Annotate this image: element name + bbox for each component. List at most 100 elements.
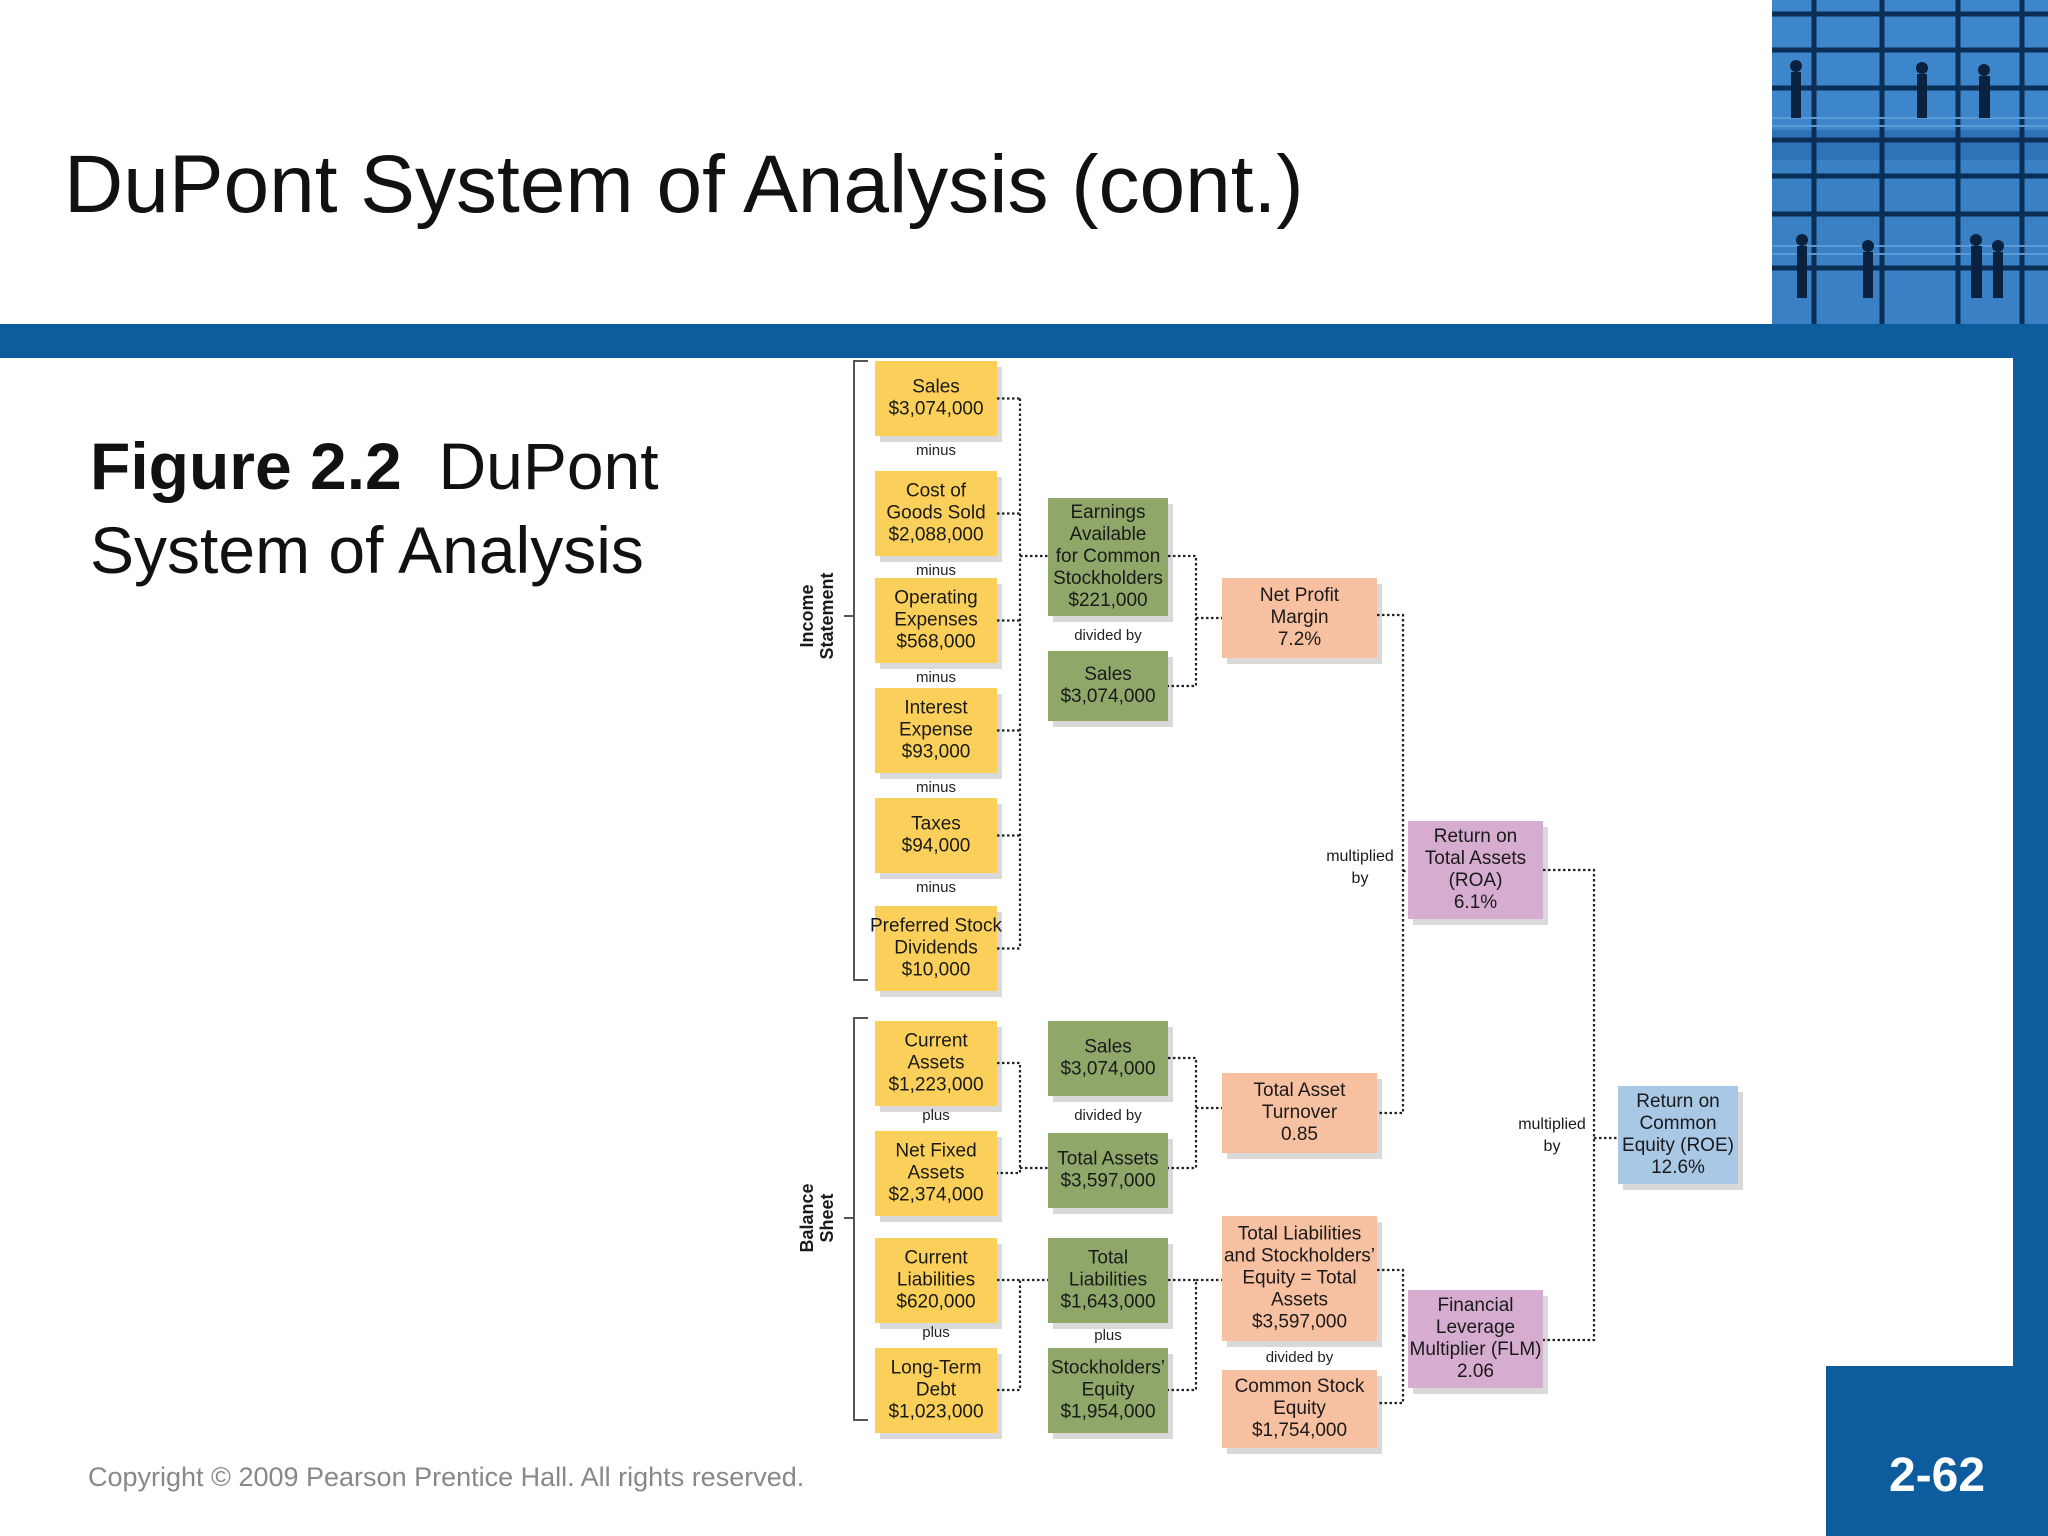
- stockholders-equity-box-text: Stockholders’Equity$1,954,000: [1051, 1358, 1165, 1423]
- flm-box: [1408, 1290, 1543, 1388]
- income-item-box-text-line: Operating: [894, 588, 977, 609]
- roe-bracket: [1543, 868, 1596, 1342]
- tle-bracket: [1168, 1278, 1198, 1392]
- right-edge-strip: [2013, 358, 2048, 1368]
- income-item-box-text: Sales$3,074,000: [888, 377, 983, 420]
- sales-box-text: Sales$3,074,000: [1060, 664, 1155, 707]
- income-statement-label-line: Statement: [817, 572, 837, 659]
- operator-minus: minus: [916, 669, 956, 686]
- stockholders-equity-box-text-line: $1,954,000: [1060, 1402, 1155, 1423]
- income-item-box: [875, 361, 997, 436]
- stockholders-equity-box: [1048, 1348, 1168, 1433]
- earnings-available-box-text-line: Stockholders: [1053, 568, 1163, 589]
- slide-title: DuPont System of Analysis (cont.): [64, 139, 1304, 230]
- roe-box-text-line: 12.6%: [1651, 1157, 1705, 1178]
- balance-sheet-label-line: Sheet: [817, 1193, 837, 1242]
- long-term-debt-box-text-line: $1,023,000: [888, 1402, 983, 1423]
- ltd-bracket: [997, 1280, 1022, 1392]
- total-liab-equity-box-text-line: Equity = Total: [1242, 1268, 1356, 1289]
- roa-box: [1408, 821, 1543, 919]
- net-fixed-assets-box-text-line: $2,374,000: [888, 1185, 983, 1206]
- income-item-box-text-line: Interest: [904, 698, 968, 719]
- total-liab-equity-box-text-line: Assets: [1271, 1290, 1328, 1311]
- roa-box-text-line: (ROA): [1449, 870, 1503, 891]
- income-item-box-text-line: $94,000: [902, 836, 971, 857]
- common-stock-equity-box: [1222, 1370, 1377, 1448]
- income-item-box-text-line: Preferred Stock: [870, 916, 1002, 937]
- total-asset-turnover-box-text-line: Total Asset: [1254, 1080, 1347, 1101]
- sales-box-text-line: Sales: [1084, 664, 1132, 685]
- roe-box-text-line: Common: [1639, 1113, 1716, 1134]
- multiplied-by-label-2-line: multiplied: [1518, 1116, 1586, 1133]
- flm-box-text-line: 2.06: [1457, 1361, 1494, 1382]
- sales-box-text-line: $3,074,000: [1060, 686, 1155, 707]
- assets-bracket: [997, 1061, 1022, 1175]
- income-item-box-text-line: Dividends: [894, 938, 977, 959]
- income-statement-label-line: Income: [797, 584, 817, 647]
- income-item-box: [875, 578, 997, 663]
- income-item-box-text-line: Taxes: [911, 814, 961, 835]
- total-liab-equity-box-text-line: $3,597,000: [1252, 1312, 1347, 1333]
- current-assets-box-text-line: Assets: [907, 1053, 964, 1074]
- balance-bracket: [853, 1017, 868, 1421]
- current-liabilities-box-text-line: Liabilities: [897, 1270, 975, 1291]
- operator-minus: minus: [916, 779, 956, 796]
- common-stock-equity-box-text-line: Equity: [1273, 1398, 1326, 1419]
- net-profit-margin-box-text-line: 7.2%: [1278, 629, 1321, 650]
- current-assets-box-text-line: $1,223,000: [888, 1075, 983, 1096]
- figure-label: Figure 2.2: [90, 429, 402, 503]
- total-liabilities-box-text-line: Liabilities: [1069, 1270, 1147, 1291]
- common-stock-equity-box-text-line: Common Stock: [1235, 1376, 1365, 1397]
- roe-box-text-line: Equity (ROE): [1622, 1135, 1734, 1156]
- earnings-available-box-text-line: $221,000: [1068, 590, 1147, 611]
- total-liabilities-box-text-line: $1,643,000: [1060, 1292, 1155, 1313]
- net-profit-margin-box-text-line: Margin: [1270, 607, 1328, 628]
- earnings-available-box-text-line: Available: [1070, 524, 1147, 545]
- current-liabilities-box-text-line: $620,000: [896, 1292, 975, 1313]
- multiplied-by-label-2-line: by: [1544, 1138, 1561, 1155]
- common-stock-equity-box-text-line: $1,754,000: [1252, 1420, 1347, 1441]
- earnings-available-box-text-line: for Common: [1056, 546, 1161, 567]
- income-item-box-text-line: $568,000: [896, 632, 975, 653]
- balance-sheet-label-line: Balance: [797, 1183, 817, 1252]
- income-item-box-text-line: Expense: [899, 720, 973, 741]
- figure-name-line2: System of Analysis: [90, 513, 644, 587]
- current-liabilities-box: [875, 1238, 997, 1323]
- multiplied-by-label-line: multiplied: [1326, 848, 1394, 865]
- income-item-box-text-line: $10,000: [902, 960, 971, 981]
- total-liab-equity-box-text-line: Total Liabilities: [1238, 1224, 1362, 1245]
- current-assets-box-text-line: Current: [904, 1031, 968, 1052]
- total-assets-box-text-line: Total Assets: [1057, 1149, 1158, 1170]
- current-liabilities-box-text-line: Current: [904, 1248, 968, 1269]
- net-fixed-assets-box-text-line: Assets: [907, 1163, 964, 1184]
- total-asset-turnover-box-text-line: Turnover: [1262, 1102, 1338, 1123]
- total-asset-turnover-box: [1222, 1073, 1377, 1153]
- operator-minus: minus: [916, 562, 956, 579]
- roa-bracket: [1377, 613, 1405, 1115]
- operator-divided-by: divided by: [1266, 1349, 1334, 1366]
- roe-box-text-line: Return on: [1636, 1091, 1719, 1112]
- header-bar: [0, 324, 2048, 358]
- operator-plus: plus: [1094, 1327, 1122, 1344]
- operator-divided-by: divided by: [1074, 1107, 1142, 1124]
- income-item-box: [875, 688, 997, 773]
- income-item-box-text-line: $3,074,000: [888, 399, 983, 420]
- total-asset-turnover-box-text-line: 0.85: [1281, 1124, 1318, 1145]
- earnings-available-box: [1048, 498, 1168, 616]
